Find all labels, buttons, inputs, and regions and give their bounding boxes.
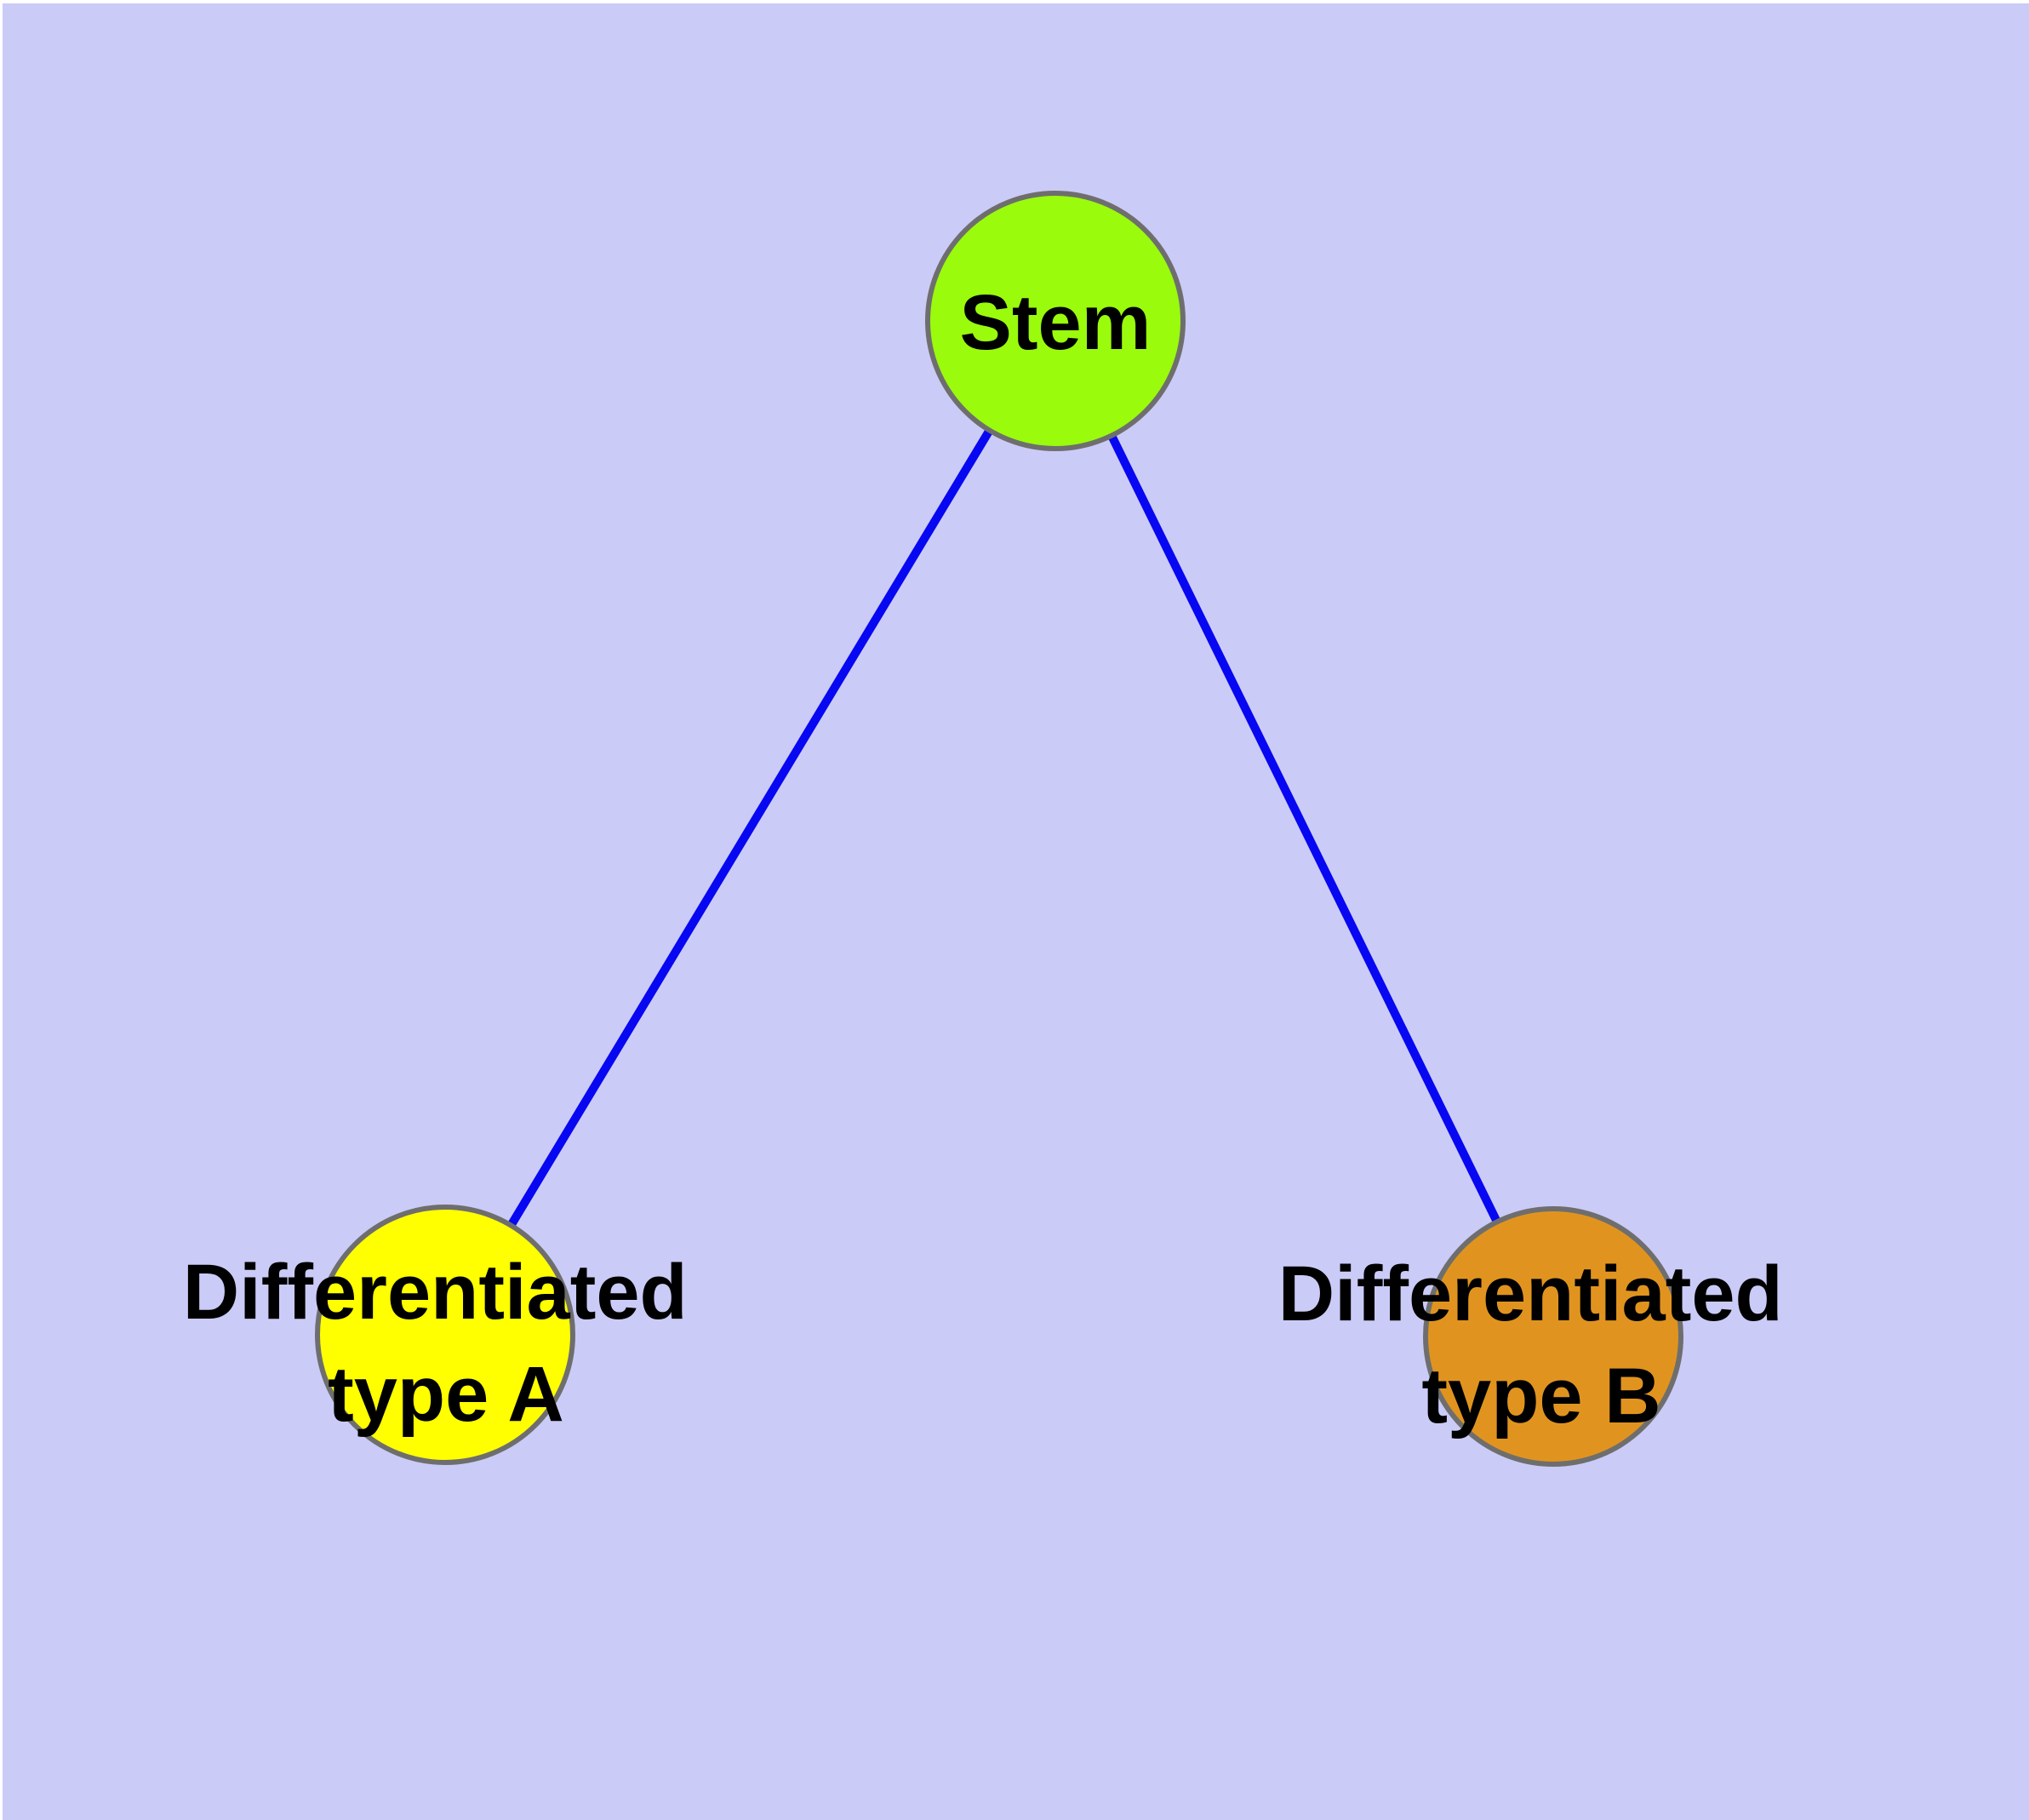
diagram-canvas: Stem Differentiated type A Differentiate… <box>3 3 2029 1820</box>
edge-stem-to-type-b <box>1051 318 1557 1339</box>
edge-stem-to-type-a <box>441 318 1060 1337</box>
node-type-a-label-line2: type A <box>328 1351 564 1438</box>
node-stem-label: Stem <box>960 279 1152 366</box>
node-type-b-label-line1: Differentiated <box>1278 1251 1783 1337</box>
node-differentiated-type-b[interactable] <box>1423 1206 1683 1467</box>
node-type-b-label-line2: type B <box>1421 1353 1660 1439</box>
node-type-b-label: Differentiated type B <box>1278 1251 1805 1439</box>
node-type-a-label-line1: Differentiated <box>183 1249 688 1336</box>
node-differentiated-type-a[interactable] <box>315 1205 575 1465</box>
node-stem[interactable] <box>925 191 1186 451</box>
node-type-a-label: Differentiated type A <box>183 1249 710 1438</box>
